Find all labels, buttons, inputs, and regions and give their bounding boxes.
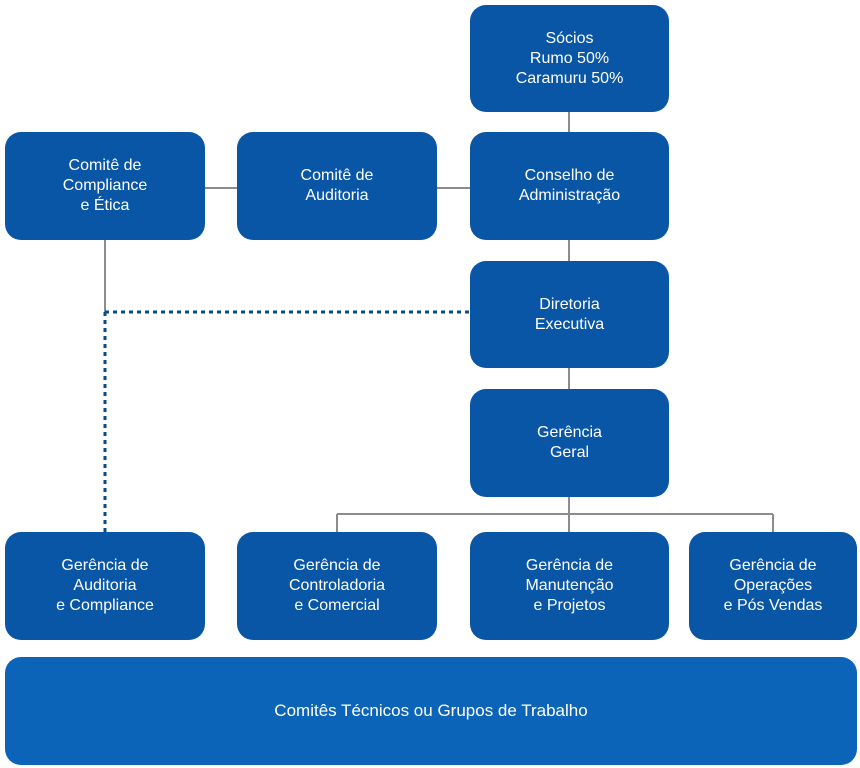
conselho-line-2: Administração bbox=[518, 187, 621, 204]
comite-auditoria-line-1: Comitê de bbox=[300, 167, 374, 184]
gerencia-geral-box: Gerência Geral bbox=[470, 389, 669, 497]
comite-auditoria-box: Comitê de Auditoria bbox=[237, 132, 437, 240]
comites-tecnicos-box: Comitês Técnicos ou Grupos de Trabalho bbox=[5, 657, 857, 765]
gerencia-manutencao-line-2: Manutenção bbox=[525, 577, 614, 594]
gerencia-auditoria-line-1: Gerência de bbox=[61, 557, 149, 574]
gerencia-auditoria-line-3: e Compliance bbox=[56, 597, 154, 614]
gerencia-controladoria-line-3: e Comercial bbox=[294, 597, 380, 614]
comite-compliance-line-3: e Ética bbox=[80, 197, 130, 214]
gerencia-auditoria-line-2: Auditoria bbox=[73, 577, 137, 594]
gerencia-controladoria-line-1: Gerência de bbox=[293, 557, 381, 574]
gerencia-geral-line-1: Gerência bbox=[537, 424, 602, 441]
gerencia-auditoria-compliance-box: Gerência de Auditoria e Compliance bbox=[5, 532, 205, 640]
gerencia-operacoes-pos-vendas-box: Gerência de Operações e Pós Vendas bbox=[689, 532, 857, 640]
gerencia-geral-line-2: Geral bbox=[549, 444, 590, 461]
gerencia-operacoes-line-1: Gerência de bbox=[729, 557, 817, 574]
comite-compliance-etica-box: Comitê de Compliance e Ética bbox=[5, 132, 205, 240]
gerencia-operacoes-line-2: Operações bbox=[733, 577, 813, 594]
socios-rumo: Rumo 50% bbox=[529, 49, 610, 67]
comites-tecnicos-label: Comitês Técnicos ou Grupos de Trabalho bbox=[274, 701, 588, 720]
diretoria-line-1: Diretoria bbox=[539, 295, 600, 313]
conselho-administracao-box: Conselho de Administração bbox=[470, 132, 669, 240]
comite-compliance-line-2: Compliance bbox=[62, 177, 148, 194]
gerencia-manutencao-line-1: Gerência de bbox=[525, 557, 614, 574]
gerencia-manutencao-projetos-box: Gerência de Manutenção e Projetos bbox=[470, 532, 669, 640]
gerencia-operacoes-line-3: e Pós Vendas bbox=[723, 597, 823, 614]
comite-compliance-line-1: Comitê de bbox=[68, 157, 142, 174]
gerencia-controladoria-comercial-box: Gerência de Controladoria e Comercial bbox=[237, 532, 437, 640]
gerencia-manutencao-line-3: e Projetos bbox=[533, 597, 606, 614]
conselho-line-1: Conselho de bbox=[524, 167, 615, 184]
diretoria-executiva-box: Diretoria Executiva bbox=[470, 261, 669, 368]
diretoria-line-2: Executiva bbox=[534, 315, 605, 333]
socios-box: Sócios Rumo 50% Caramuru 50% bbox=[470, 5, 669, 112]
socios-title: Sócios bbox=[545, 29, 594, 47]
socios-caramuru: Caramuru 50% bbox=[515, 69, 624, 87]
gerencia-controladoria-line-2: Controladoria bbox=[288, 577, 386, 594]
comite-auditoria-line-2: Auditoria bbox=[305, 187, 369, 204]
